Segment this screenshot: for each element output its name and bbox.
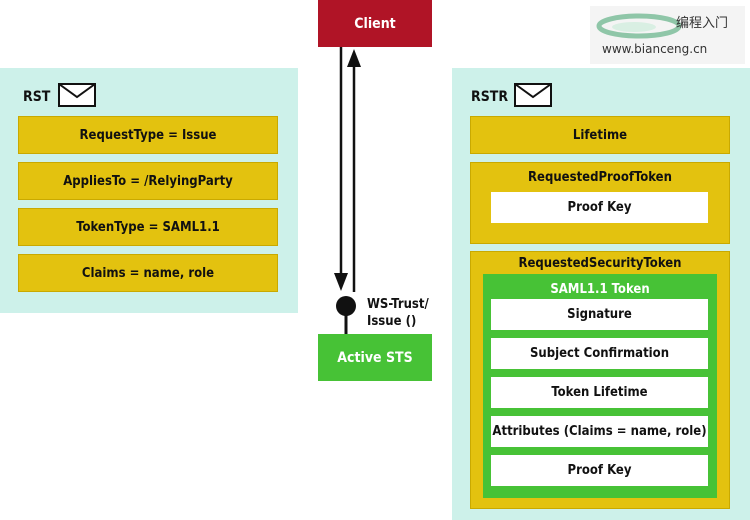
rst-item: RequestType = Issue [18,116,278,154]
lifetime-box: Lifetime [470,116,730,154]
requested-proof-token-title: RequestedProofToken [528,170,672,185]
requested-security-token-title: RequestedSecurityToken [518,256,682,271]
sts-operation-label: WS-Trust/ Issue () [367,296,429,330]
proof-key-box: Proof Key [491,192,708,223]
downward-arrowhead-icon [334,273,348,291]
rst-item: TokenType = SAML1.1 [18,208,278,246]
watermark-cn: 编程入门 [676,16,729,31]
upward-arrowhead-icon [347,49,361,67]
active-sts-box: Active STS [318,334,432,381]
saml-item: Attributes (Claims = name, role) [491,416,708,447]
envelope-icon [58,83,96,107]
saml-token-title: SAML1.1 Token [550,282,650,297]
client-box: Client [318,0,432,47]
saml-item: Subject Confirmation [491,338,708,369]
rstr-title: RSTR [471,89,509,105]
connector-dot-icon [336,296,356,336]
watermark-url: www.bianceng.cn [602,42,708,56]
rst-item: Claims = name, role [18,254,278,292]
logo-swoosh-icon [596,13,682,39]
rst-title: RST [23,89,51,105]
envelope-icon [514,83,552,107]
request-response-arrows [334,47,361,292]
sts-operation-line1: WS-Trust/ [367,297,429,312]
saml-item: Signature [491,299,708,330]
watermark: 编程入门 www.bianceng.cn [590,6,745,64]
rst-item: AppliesTo = /RelyingParty [18,162,278,200]
saml-item: Proof Key [491,455,708,486]
sts-operation-line2: Issue () [367,314,417,329]
saml-item: Token Lifetime [491,377,708,408]
